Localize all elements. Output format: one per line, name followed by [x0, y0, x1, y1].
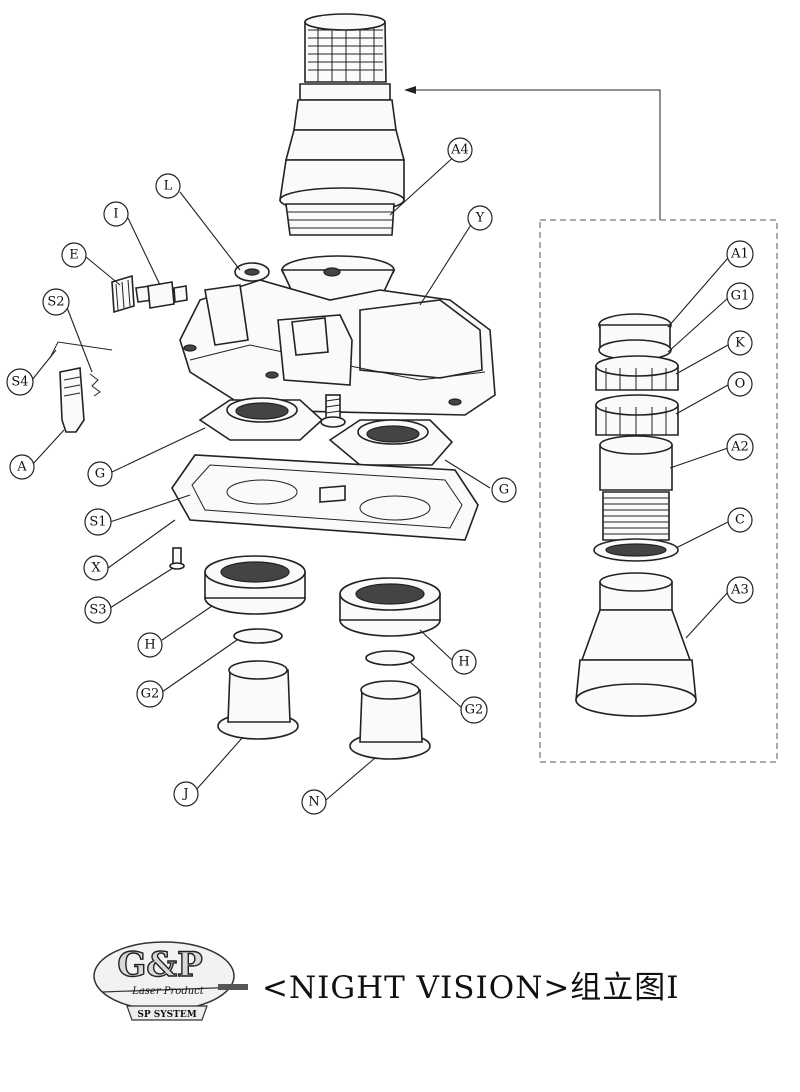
logo-main-text: G&P [117, 945, 202, 985]
label-text: E [69, 248, 79, 263]
gaskets [198, 397, 454, 466]
label-A3: A3 [726, 576, 754, 604]
label-text: G [499, 483, 509, 498]
knob-parts [111, 274, 188, 314]
label-S2: S2 [42, 288, 70, 316]
label-text: G1 [731, 289, 750, 304]
label-A1: A1 [726, 240, 754, 268]
logo-band-text: SP SYSTEM [137, 1010, 196, 1020]
label-G-right: G [491, 477, 517, 503]
label-G1: G1 [726, 282, 754, 310]
label-text: Y [475, 211, 485, 226]
label-A: A [9, 454, 35, 480]
label-text: N [308, 795, 319, 810]
label-text: I [113, 207, 118, 222]
cups [217, 660, 431, 760]
label-text: S2 [47, 295, 64, 310]
diagram-title: <NIGHT VISION>组立图Ⅰ [262, 970, 680, 1006]
label-text: G [95, 467, 105, 482]
label-G2-left: G2 [136, 680, 164, 708]
label-S4: S4 [6, 368, 34, 396]
label-G-left: G [87, 461, 113, 487]
label-text: S1 [89, 515, 106, 530]
label-text: S4 [11, 375, 28, 390]
leader-lines [31, 152, 729, 801]
label-text: L [164, 179, 173, 194]
screw [320, 394, 346, 428]
label-A4: A4 [447, 137, 473, 163]
label-X: X [83, 555, 109, 581]
lenses-g2 [233, 628, 415, 666]
label-text: A3 [730, 583, 749, 598]
label-E: E [61, 242, 87, 268]
label-text: S3 [89, 603, 106, 618]
base-plate [171, 454, 479, 541]
logo-sub-text: Laser Product [131, 986, 205, 997]
label-text: J [181, 787, 188, 802]
label-text: H [144, 638, 155, 653]
label-text: A4 [450, 143, 469, 158]
label-text: A1 [730, 247, 749, 262]
label-text: G2 [465, 703, 484, 718]
latch-parts [49, 341, 113, 433]
label-O: O [727, 371, 753, 397]
label-text: X [91, 561, 101, 576]
label-H-right: H [451, 649, 477, 675]
label-text: G2 [141, 687, 160, 702]
detail-box [404, 86, 778, 763]
rings-h [204, 555, 441, 637]
screw-s3 [169, 547, 185, 570]
label-H-left: H [137, 632, 163, 658]
label-text: C [735, 513, 745, 528]
label-S3: S3 [84, 596, 112, 624]
label-Y: Y [467, 205, 493, 231]
label-text: A2 [730, 440, 749, 455]
label-text: A [16, 460, 27, 475]
eyepiece-tube [279, 13, 406, 301]
objective-stack [575, 313, 697, 717]
label-L: L [155, 173, 181, 199]
label-I: I [103, 201, 129, 227]
label-text: K [735, 336, 745, 351]
label-J: J [173, 781, 199, 807]
label-S1: S1 [84, 508, 112, 536]
label-A2: A2 [726, 433, 754, 461]
callout-labels: A4 L Y I E S2 S4 A G G S1 X S3 H H G2 G2… [6, 137, 754, 815]
label-K: K [727, 330, 753, 356]
label-N: N [301, 789, 327, 815]
label-G2-right: G2 [460, 696, 488, 724]
gp-logo: G&P Laser Product SP SYSTEM [93, 941, 248, 1021]
label-text: O [735, 377, 746, 392]
label-text: H [458, 655, 469, 670]
label-C: C [727, 507, 753, 533]
